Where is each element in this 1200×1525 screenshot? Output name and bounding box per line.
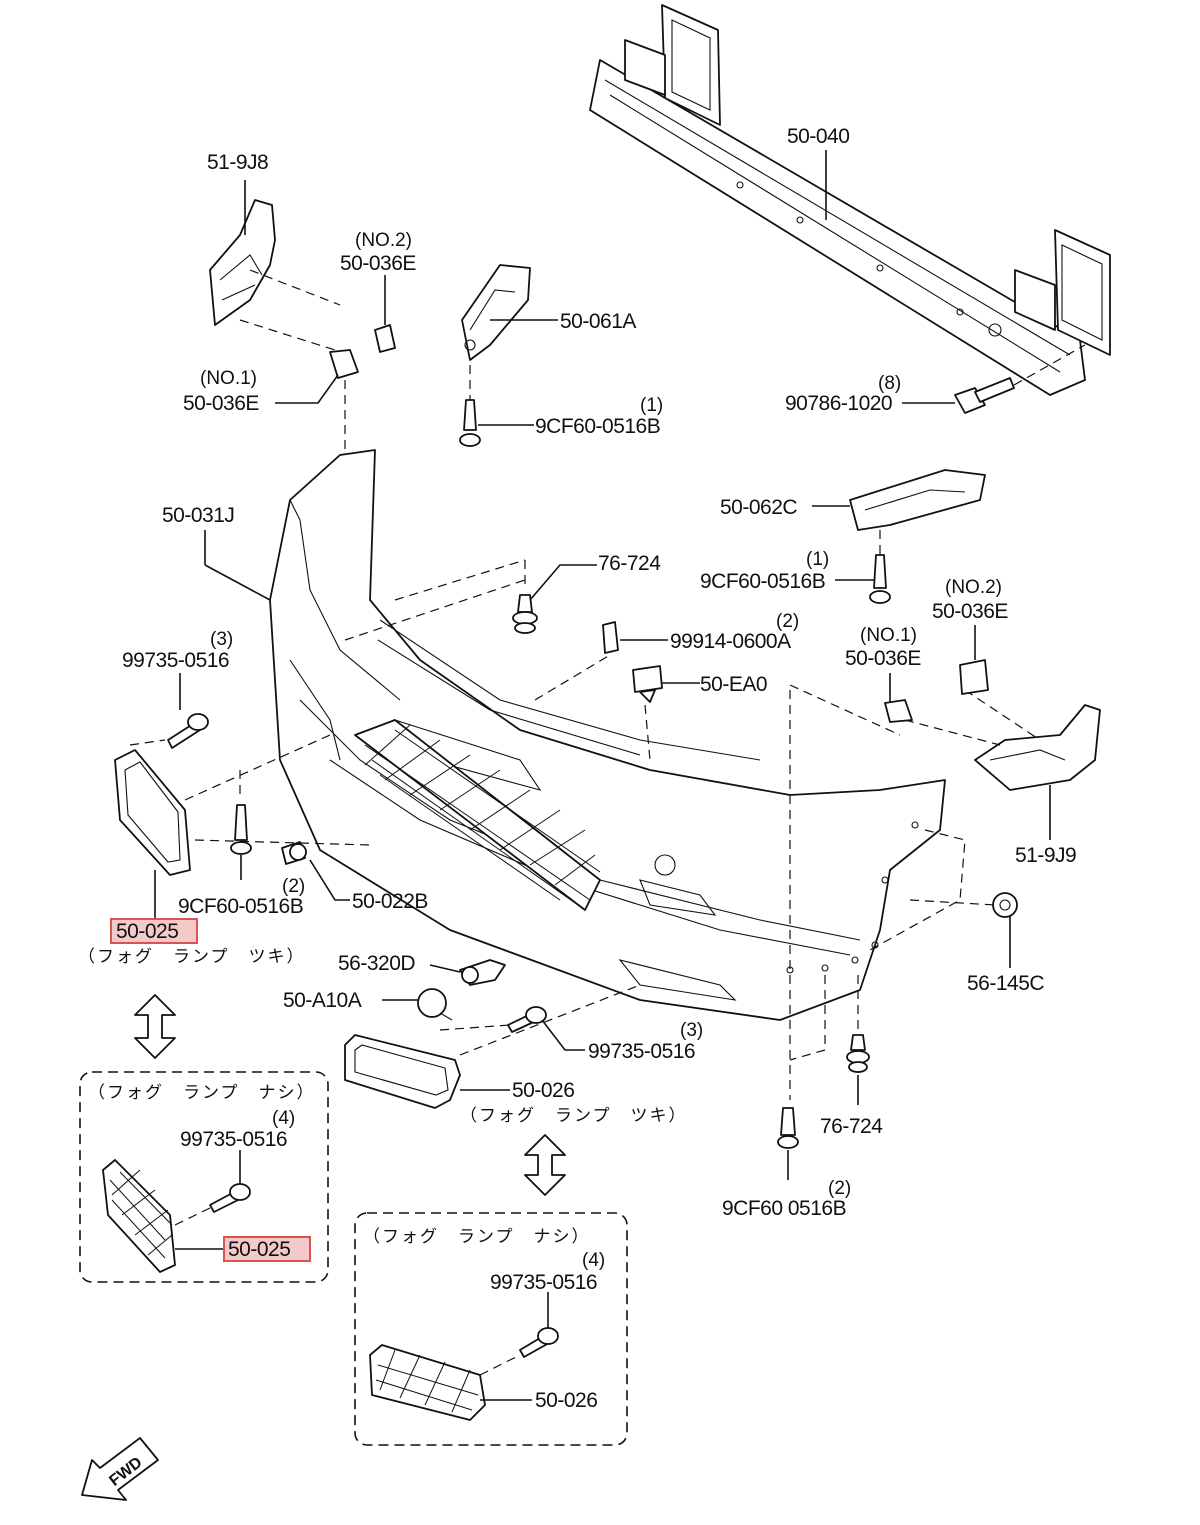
clip-50-022B: [281, 841, 307, 865]
qty-p16: (3): [210, 629, 233, 650]
bumper-grille: [354, 719, 601, 911]
bracket-50-061A: [461, 264, 531, 361]
qty-p11: (1): [806, 549, 829, 570]
label-50-062C: 50-062C: [720, 496, 797, 519]
note-50-025-fog: （フォグ ランプ ツキ）: [78, 947, 306, 966]
qty-p5: (NO.1): [200, 368, 257, 389]
clip-no2-left: [374, 324, 396, 353]
screw-9cf60-lower: [777, 1107, 799, 1149]
label-50-EA0: 50-EA0: [700, 673, 767, 696]
label-76-724-upper: 76-724: [598, 552, 661, 575]
grille-insert-left: [102, 1159, 176, 1273]
label-50-A10A: 50-A10A: [283, 989, 362, 1012]
label-51-9J8: 51-9J8: [207, 151, 268, 174]
clip-76-724-upper: [512, 594, 538, 634]
label-50-036E-no1-left: 50-036E: [183, 392, 259, 415]
label-50-031J: 50-031J: [162, 504, 234, 527]
qty-p12: (2): [776, 611, 799, 632]
cap-50-A10A: [417, 988, 453, 1021]
box-right-bolt-code: 99735-0516: [490, 1271, 597, 1294]
screw-9cf60-left: [230, 804, 252, 855]
qty-p7: (8): [878, 373, 901, 394]
clip-no1-right: [884, 699, 913, 723]
fog-lamp-bezel-left: [114, 734, 371, 876]
grille-insert-right: [369, 1344, 486, 1421]
label-50-061A: 50-061A: [560, 310, 636, 333]
bolt-90786: [954, 344, 1086, 414]
screw-9cf60-right: [869, 554, 891, 604]
bolt-99735-center: [507, 1006, 547, 1033]
clip-76-724-lower: [846, 1034, 870, 1073]
nut-99914: [602, 621, 619, 654]
label-76-724-lower: 76-724: [820, 1115, 883, 1138]
swap-arrow-right: [524, 1134, 566, 1196]
box-left-bolt-code: 99735-0516: [180, 1128, 287, 1151]
clip-no2-right: [959, 659, 989, 695]
qty-p24: (3): [680, 1020, 703, 1041]
label-50-036E-no2-left: 50-036E: [340, 252, 416, 275]
box-right-title: （フォグ ランプ ナシ）: [363, 1227, 591, 1246]
front-bumper: [269, 449, 946, 1021]
label-50-040: 50-040: [787, 125, 849, 148]
harness-56-320D: [459, 959, 506, 986]
label-99735-0516-left: 99735-0516: [122, 649, 229, 672]
label-50-036E-no1-right: 50-036E: [845, 647, 921, 670]
label-50-026: 50-026: [512, 1079, 574, 1102]
box-right-qty: (4): [582, 1250, 605, 1271]
screw-9cf60-upper: [459, 399, 481, 447]
qty-p27: (2): [828, 1178, 851, 1199]
qty-p3: (NO.2): [355, 230, 412, 251]
label-50-025-upper: 50-025: [116, 920, 178, 943]
reinforcement-bar: [589, 4, 1111, 396]
qty-p6: (1): [640, 395, 663, 416]
qty-p18: (2): [282, 876, 305, 897]
highlight-50-025-upper: [110, 918, 198, 944]
clip-no1-left: [329, 349, 359, 379]
fwd-arrow-icon: FWD: [81, 1437, 159, 1501]
box-right-part-code: 50-026: [535, 1389, 597, 1412]
qty-p13: (NO.2): [945, 577, 1002, 598]
side-bracket-right: [904, 689, 1101, 791]
side-bracket-left: [209, 199, 341, 351]
cap-50-EA0: [632, 665, 663, 703]
label-99914-0600A: 99914-0600A: [670, 630, 791, 653]
box-no-fog-left: [79, 1071, 329, 1283]
label-99735-0516-center: 99735-0516: [588, 1040, 695, 1063]
note-50-026-fog: （フォグ ランプ ツキ）: [460, 1106, 688, 1125]
bolt-99735-box-right: [519, 1327, 559, 1358]
label-50-022B: 50-022B: [352, 890, 428, 913]
fog-lamp-bezel-right: [344, 1034, 461, 1109]
clip-56-145C: [992, 892, 1018, 918]
label-50-036E-no2-right: 50-036E: [932, 600, 1008, 623]
label-9CF60-lower: 9CF60 0516B: [722, 1197, 846, 1220]
bolt-99735-box-left: [209, 1183, 251, 1213]
swap-arrow-left: [134, 994, 176, 1059]
label-51-9J9: 51-9J9: [1015, 844, 1076, 867]
label-9CF60-right: 9CF60-0516B: [700, 570, 825, 593]
box-left-qty: (4): [272, 1108, 295, 1129]
box-left-part-code: 50-025: [228, 1238, 290, 1261]
qty-p14: (NO.1): [860, 625, 917, 646]
label-56-145C: 56-145C: [967, 972, 1044, 995]
label-9CF60-left: 9CF60-0516B: [178, 895, 303, 918]
highlight-50-025-lower: [223, 1236, 311, 1262]
label-9CF60-upper: 9CF60-0516B: [535, 415, 660, 438]
box-left-title: （フォグ ランプ ナシ）: [88, 1083, 316, 1102]
label-90786-1020: 90786-1020: [785, 392, 892, 415]
box-no-fog-right: [354, 1212, 628, 1446]
bracket-50-062C: [849, 469, 986, 531]
label-56-320D: 56-320D: [338, 952, 415, 975]
bolt-99735-left: [167, 713, 209, 749]
